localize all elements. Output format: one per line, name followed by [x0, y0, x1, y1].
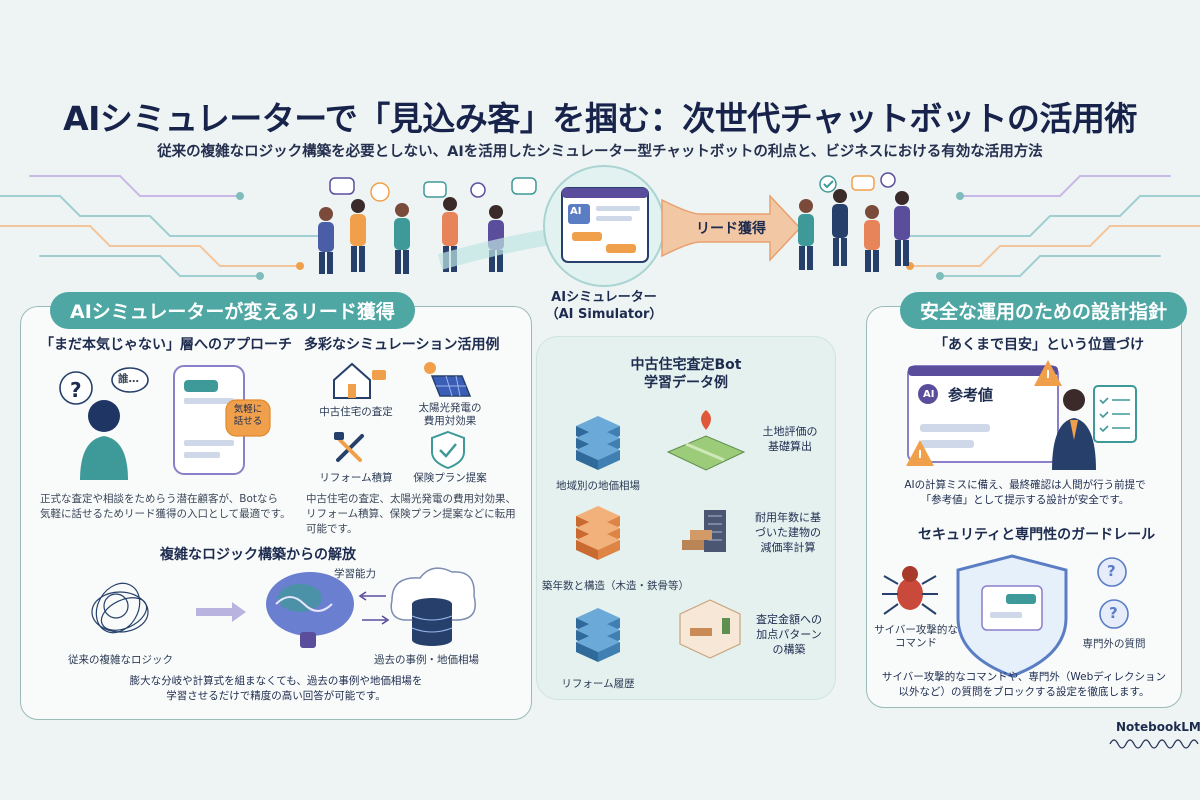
right-panel-title: 安全な運用のための設計指針 — [900, 292, 1188, 329]
learning-ability-label: 学習能力 — [334, 568, 376, 580]
reference-value-label: 参考値 — [948, 386, 994, 404]
use-case-icons — [333, 362, 472, 470]
output-depreciation: 耐用年数に基 づいた建物の 減価率計算 — [755, 511, 821, 554]
ai-badge: AI — [923, 389, 935, 400]
output-bonus-pattern: 査定金額への 加点パターン の構築 — [756, 613, 822, 656]
building-blocks-icon — [682, 510, 726, 552]
question-mark-icon: ? — [70, 378, 82, 402]
guardrail-description: サイバー攻撃的なコマンドや、専門外（Webディレクション 以外など）の質問をブロ… — [881, 671, 1167, 698]
left-panel-title: AIシミュレーターが変えるリード獲得 — [50, 292, 415, 329]
use-case-renovation: リフォーム積算 — [319, 472, 393, 484]
use-case-house: 中古住宅の査定 — [319, 406, 393, 418]
hesitation-speech-bubble: 誰… — [118, 373, 139, 385]
approach-description: 正式な査定や相談をためらう潜在顧客が、Botなら 気軽に話せるためリード獲得の入… — [40, 493, 291, 520]
cyber-threat-bug-icon — [882, 566, 938, 615]
tangled-logic-icon — [91, 582, 149, 634]
checklist-icon — [1093, 385, 1137, 443]
data-stack-icon — [576, 416, 620, 470]
cloud-database-icon — [390, 567, 476, 646]
tools-icon — [334, 432, 364, 462]
cyber-threat-label: サイバー攻撃的な コマンド — [874, 624, 958, 649]
page-subtitle: 従来の複雑なロジック構築を必要としない、AIを活用したシミュレーター型チャットボ… — [157, 144, 1043, 160]
advisor-person-icon — [1052, 389, 1096, 470]
guardrail-heading: セキュリティと専門性のガードレール — [918, 527, 1156, 543]
use-case-solar: 太陽光発電の 費用対効果 — [418, 402, 482, 427]
lead-acquisition-arrow-label: リード獲得 — [696, 221, 766, 237]
data-stack-icon — [576, 506, 620, 560]
liberation-illustration — [91, 567, 476, 648]
left-panel — [20, 306, 532, 720]
brand-logo: NotebookLM — [1116, 720, 1200, 734]
center-panel-title: 中古住宅査定Bot 学習データ例 — [630, 357, 742, 391]
data-source-land-price: 地域別の地価相場 — [556, 480, 640, 492]
guideline-heading: 「あくまで目安」という位置づけ — [934, 337, 1144, 353]
guideline-description: AIの計算ミスに備え、最終確認は人間が行う前提で 「参考値」として提示する設計が… — [904, 479, 1146, 506]
use-case-insurance: 保険プラン提案 — [413, 472, 487, 484]
approach-heading: 「まだ本気じゃない」層へのアプローチ — [40, 337, 292, 353]
liberation-heading: 複雑なロジック構築からの解放 — [160, 547, 356, 563]
simulator-screen-badge: AI — [570, 206, 582, 217]
converted-leads-right — [798, 172, 910, 272]
question-bubble-icon — [1097, 557, 1129, 629]
off-topic-label: 専門外の質問 — [1082, 638, 1146, 650]
map-pin-icon — [666, 410, 746, 471]
prospect-crowd-left — [318, 177, 537, 274]
use-cases-description: 中古住宅の査定、太陽光発電の費用対効果、 リフォーム積算、保険プラン提案などに転… — [306, 493, 516, 535]
output-land-evaluation: 土地評価の 基礎算出 — [762, 425, 818, 453]
solar-panel-icon — [424, 362, 472, 397]
simulator-name-en: （AI Simulator） — [545, 307, 663, 322]
legacy-logic-label: 従来の複雑なロジック — [68, 654, 173, 666]
use-cases-heading: 多彩なシミュレーション活用例 — [304, 337, 500, 353]
approach-illustration — [59, 365, 271, 480]
house-icon — [333, 362, 386, 399]
shield-check-icon — [431, 430, 465, 470]
question-icon-top: ? — [1107, 562, 1116, 580]
data-source-building-age: 築年数と構造（木造・鉄骨等） — [542, 580, 689, 592]
casual-chat-bubble: 気軽に 話せる — [233, 404, 263, 427]
data-stack-icon — [576, 608, 620, 662]
shield-guardrail-icon — [956, 554, 1068, 678]
room-interior-icon — [679, 599, 741, 659]
data-source-renovation-history: リフォーム履歴 — [561, 678, 635, 690]
simulator-name: AIシミュレーター — [551, 290, 657, 305]
question-icon-bottom: ? — [1109, 604, 1118, 622]
liberation-description: 膨大な分岐や計算式を組まなくても、過去の事例や地価相場を 学習させるだけで精度の… — [129, 675, 423, 702]
page-title: AIシミュレーターで「見込み客」を掴む：次世代チャットボットの活用術 — [63, 99, 1137, 138]
past-data-label: 過去の事例・地価相場 — [374, 654, 479, 666]
ai-brain-icon — [266, 572, 354, 648]
